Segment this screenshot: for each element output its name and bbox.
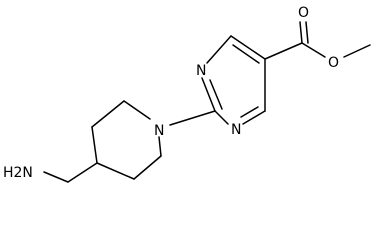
- bond-c2-n1: [201, 77, 216, 112]
- bond-pip-c2-c3: [91, 100, 125, 128]
- bond-pip-c6-n: [158, 136, 162, 157]
- bond-ester-o-methyl: [343, 44, 371, 58]
- bond-n1-c6: [206, 35, 232, 64]
- bond-c6-c5-double: [232, 44, 260, 64]
- bond-pip-c3-c4: [91, 126, 98, 164]
- aminomethyl-group: [43, 162, 98, 183]
- bond-c4-n3: [242, 110, 266, 125]
- bond-pip-c5-c6: [133, 155, 162, 180]
- bond-c2-n1-double: [209, 79, 223, 110]
- pyrimidine-ring: [201, 35, 266, 125]
- bond-c4-n3-double: [240, 106, 259, 118]
- atom-label-pyrimidine-n-upper: N: [196, 63, 206, 79]
- bond-pip-n-c2: [123, 100, 151, 120]
- chemical-structure-diagram: N N N O O H2N: [3, 5, 371, 183]
- atom-label-carbonyl-o: O: [298, 5, 309, 21]
- bond-pip-c4-c5: [96, 162, 135, 180]
- bond-carbonyl-o-double: [305, 21, 309, 44]
- bond-c6-c5: [230, 35, 266, 60]
- bond-carbonyl-o: [299, 21, 303, 44]
- bond-carbonyl-ester-o: [301, 42, 326, 58]
- atom-label-amine: H2N: [3, 165, 33, 181]
- bond-ch2-nh2: [43, 171, 69, 183]
- bond-c4-ch2: [67, 162, 98, 183]
- piperidine-ring: [91, 100, 162, 180]
- bond-n3-c2: [214, 110, 229, 125]
- bond-c5-carbonyl: [264, 42, 303, 60]
- atom-label-piperidine-n: N: [154, 123, 164, 139]
- atom-label-pyrimidine-n-lower: N: [231, 122, 241, 138]
- bond-c2-piperidine-n: [169, 110, 216, 126]
- atom-label-ester-o: O: [328, 55, 339, 71]
- methyl-ester-group: [264, 21, 371, 60]
